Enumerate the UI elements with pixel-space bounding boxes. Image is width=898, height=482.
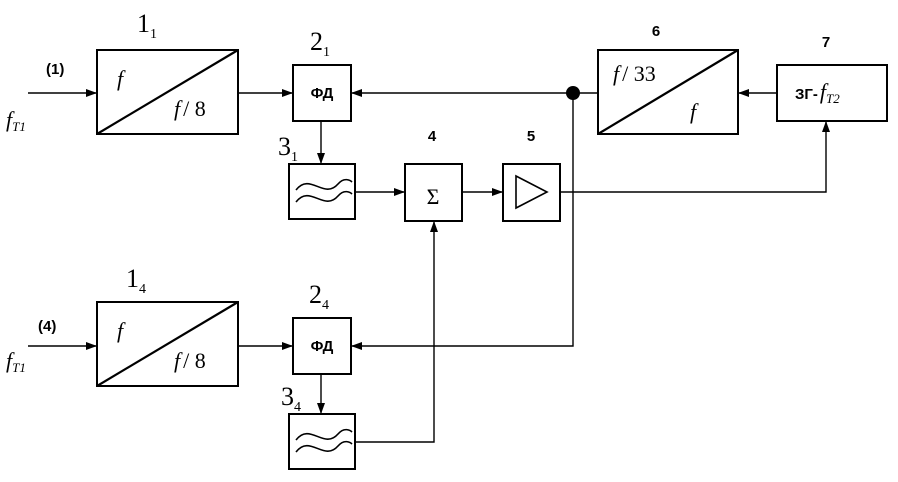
summator-4: Σ 4 (404, 128, 463, 222)
divider-6-out-f: f (690, 99, 699, 124)
input-4-label: (4) (38, 318, 56, 335)
block-1-1-ref-sub: 1 (150, 27, 157, 42)
input-1-label: (1) (46, 61, 64, 78)
block-3-4-ref-sub: 4 (294, 400, 301, 415)
block-3-4-ref: 3 (281, 382, 294, 411)
divider-1-4-out-f: f (174, 348, 183, 373)
input-4-freq: f (6, 348, 15, 373)
phase-detector-2-4: ФД 24 (292, 280, 352, 375)
block-6-ref: 6 (652, 23, 660, 40)
svg-text:21: 21 (310, 27, 330, 60)
svg-text:24: 24 (309, 280, 329, 313)
wire-5-to-7 (560, 121, 830, 193)
block-7-ref: 7 (822, 34, 830, 51)
block-1-1-ref: 1 (137, 9, 150, 38)
wire-junction-to-2-4 (351, 93, 574, 350)
svg-text:f/ 8: f/ 8 (174, 96, 206, 121)
filter-3-1: 31 (278, 132, 356, 220)
filter-3-1-wave-icon-2 (295, 190, 353, 203)
amplifier-5: 5 (502, 128, 561, 222)
oscillator-7-freq-sub: T2 (826, 91, 840, 106)
filter-3-4-wave-icon (295, 428, 353, 441)
junction-dot (566, 86, 580, 100)
phase-detector-2-1-label: ФД (311, 85, 334, 102)
block-2-4-ref-sub: 4 (322, 298, 329, 313)
oscillator-7-prefix: ЗГ- (795, 86, 818, 103)
oscillator-7-freq: f (820, 79, 829, 104)
block-5-ref: 5 (527, 128, 535, 145)
divider-1-1-in-f: f (117, 66, 126, 91)
svg-text:f/ 33: f/ 33 (613, 61, 656, 86)
block-2-1-ref-sub: 1 (323, 45, 330, 60)
oscillator-7: ЗГ-fT2 7 (776, 34, 888, 122)
input-1-freq-sub: T1 (12, 119, 26, 134)
divider-1-1-ratio: / 8 (183, 96, 206, 121)
phase-detector-2-4-label: ФД (311, 338, 334, 355)
amplifier-triangle-icon (515, 174, 549, 210)
divider-block-1-4: f f/ 8 14 (4) fT1 (6, 264, 239, 387)
filter-3-4: 34 (281, 382, 356, 470)
block-1-4-ref-sub: 4 (139, 282, 146, 297)
svg-text:31: 31 (278, 132, 298, 165)
svg-text:14: 14 (126, 264, 146, 297)
svg-text:f/ 8: f/ 8 (174, 348, 206, 373)
filter-3-1-wave-icon (295, 178, 353, 191)
phase-detector-2-1: ФД 21 (292, 27, 352, 122)
divider-1-4-ratio: / 8 (183, 348, 206, 373)
filter-3-4-wave-icon-2 (295, 440, 353, 453)
divider-1-4-in-f: f (117, 318, 126, 343)
divider-block-1-1: f f/ 8 11 (1) fT1 (6, 9, 239, 135)
block-2-1-ref: 2 (310, 27, 323, 56)
svg-text:ЗГ-fT2: ЗГ-fT2 (795, 79, 840, 106)
svg-text:34: 34 (281, 382, 301, 415)
svg-text:11: 11 (137, 9, 157, 42)
divider-block-6: f/ 33 f 6 (597, 23, 739, 135)
block-1-4-ref: 1 (126, 264, 139, 293)
divider-6-ratio: / 33 (622, 61, 656, 86)
block-3-1-ref-sub: 1 (291, 150, 298, 165)
block-4-ref: 4 (428, 128, 437, 145)
connections (28, 86, 830, 443)
input-4-freq-sub: T1 (12, 360, 26, 375)
divider-6-in-f: f (613, 61, 622, 86)
svg-text:fT1: fT1 (6, 348, 26, 375)
block-3-1-ref: 3 (278, 132, 291, 161)
wire-3-4-to-4 (355, 221, 438, 443)
summator-4-sigma: Σ (427, 184, 440, 209)
input-1-freq: f (6, 107, 15, 132)
block-2-4-ref: 2 (309, 280, 322, 309)
divider-1-1-out-f: f (174, 96, 183, 121)
svg-text:fT1: fT1 (6, 107, 26, 134)
